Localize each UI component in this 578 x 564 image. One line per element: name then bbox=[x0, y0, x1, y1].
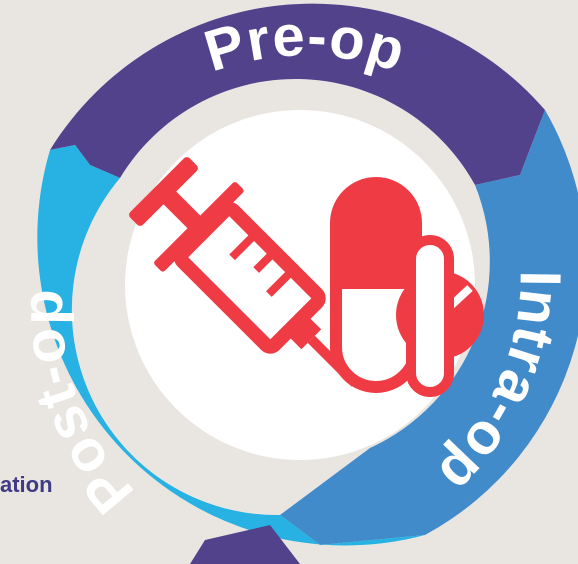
pre-op-segment bbox=[50, 3, 545, 186]
intra-op-segment bbox=[280, 110, 578, 545]
cropped-caption-text: ation bbox=[0, 472, 53, 497]
tablet-icon bbox=[396, 235, 484, 397]
post-op-segment bbox=[37, 145, 425, 546]
ring-tail bbox=[190, 525, 300, 564]
